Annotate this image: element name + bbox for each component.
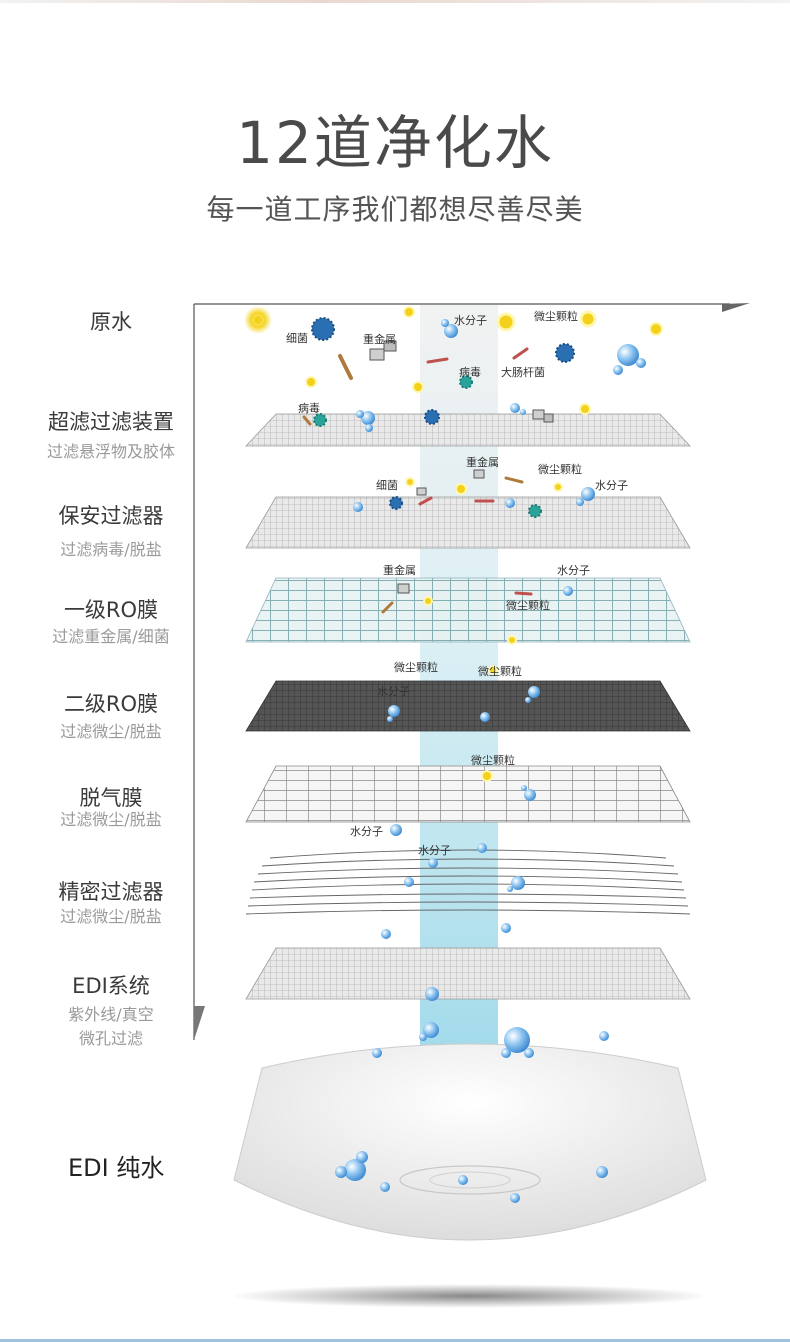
label-heavy-metal: 重金属	[466, 455, 499, 469]
frame	[193, 303, 750, 1040]
virus-particles	[313, 375, 542, 518]
label-ecoli: 大肠杆菌	[501, 365, 545, 379]
label-dust: 微尘颗粒	[471, 753, 515, 767]
stage-desc-ultrafiltration: 过滤悬浮物及胶体	[46, 442, 175, 461]
bottom-rule	[0, 1339, 790, 1342]
label-water: 水分子	[557, 564, 590, 577]
label-dust: 微尘颗粒	[534, 309, 578, 323]
stage-name-security-filter: 保安过滤器	[58, 504, 164, 528]
label-dust: 微尘颗粒	[394, 660, 438, 674]
label-water: 水分子	[350, 825, 383, 838]
label-water: 水分子	[377, 685, 410, 698]
stage-desc-edi: 紫外线/真空微孔过滤	[68, 1005, 154, 1048]
label-dust: 微尘颗粒	[478, 664, 522, 678]
particle-labels: 细菌 重金属 水分子 微尘颗粒 病毒 大肠杆菌 病毒 重金属 微尘颗粒 细菌 水…	[286, 309, 628, 857]
basin-ripple	[429, 1171, 511, 1189]
label-bacteria: 细菌	[376, 479, 398, 492]
label-virus: 病毒	[459, 365, 481, 379]
stage-desc-ro1: 过滤重金属/细菌	[52, 627, 170, 646]
layer-ro1	[245, 577, 691, 643]
basin-shadow	[230, 1284, 710, 1308]
stage-name-ro2: 二级RO膜	[63, 692, 159, 716]
layer-precision	[245, 849, 691, 915]
label-heavy-metal: 重金属	[363, 332, 396, 346]
layer-degas	[245, 765, 691, 823]
layer-security-filter	[245, 496, 691, 549]
heavy-metal-particles	[302, 340, 554, 614]
dust-particles	[244, 306, 663, 782]
stage-name-degas: 脱气膜	[79, 786, 143, 810]
label-heavy-metal: 重金属	[383, 563, 416, 577]
stage-name-edi: EDI系统	[72, 974, 150, 998]
result-label: EDI 纯水	[68, 1154, 165, 1182]
stage-desc-degas: 过滤微尘/脱盐	[60, 810, 162, 829]
layer-ro2	[245, 680, 691, 732]
stage-name-raw: 原水	[90, 310, 132, 334]
label-water: 水分子	[418, 844, 451, 857]
stage-name-precision: 精密过滤器	[58, 880, 164, 904]
label-water: 水分子	[454, 314, 487, 327]
basin-ripple	[399, 1165, 541, 1195]
pure-water-basin	[233, 1043, 707, 1241]
label-dust: 微尘颗粒	[506, 598, 550, 612]
label-water: 水分子	[595, 479, 628, 492]
top-rule	[0, 0, 790, 3]
bacteria-particles	[311, 317, 575, 510]
water-molecules	[335, 319, 646, 1203]
stage-desc-ro2: 过滤微尘/脱盐	[60, 722, 162, 741]
stage-desc-security-filter: 过滤病毒/脱盐	[60, 540, 162, 559]
ecoli-particles	[418, 347, 533, 596]
layer-edi	[245, 947, 691, 1000]
label-dust: 微尘颗粒	[538, 462, 582, 476]
label-virus: 病毒	[298, 401, 320, 415]
stage-name-ultrafiltration: 超滤过滤装置	[48, 410, 174, 434]
stage-name-ro1: 一级RO膜	[63, 598, 159, 622]
stage-desc-precision: 过滤微尘/脱盐	[60, 907, 162, 926]
layer-ultrafiltration	[245, 413, 691, 447]
page-subtitle: 每一道工序我们都想尽善尽美	[206, 193, 584, 226]
page-title: 12道净化水	[236, 109, 554, 177]
label-bacteria: 细菌	[286, 332, 308, 345]
